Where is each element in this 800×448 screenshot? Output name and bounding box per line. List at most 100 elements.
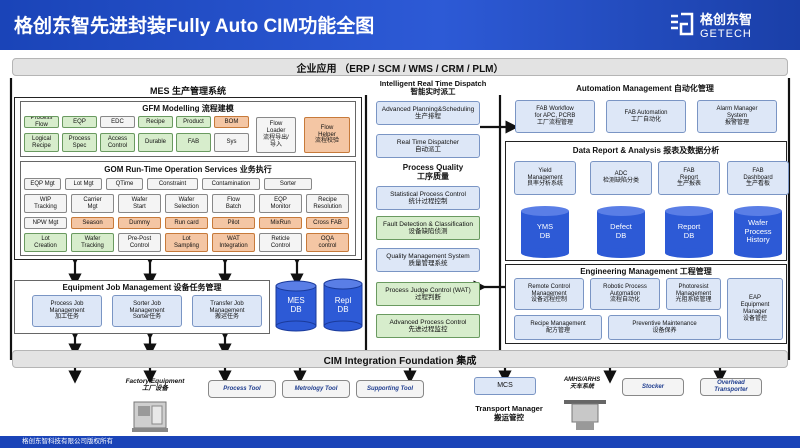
enterprise-app-bar: 企业应用 （ERP / SCM / WMS / CRM / PLM） [12, 58, 788, 76]
gom-item[interactable]: QTime [106, 178, 143, 190]
gfm-item[interactable]: EDC [100, 116, 135, 128]
aps-box[interactable]: Advanced Planning&Scheduling 生产排程 [376, 101, 480, 125]
dra-box[interactable]: ADC 检测缺陷分类 [590, 161, 652, 195]
gom-item[interactable]: NPW Mgt [24, 217, 67, 229]
gom-item[interactable]: EQP Monitor [259, 194, 302, 213]
pq-box[interactable]: Process Judge Control (WAT) 过程判断 [376, 282, 480, 306]
mes-db-cylinders [275, 278, 363, 332]
stocker-box[interactable]: Stocker [622, 378, 684, 396]
am-title: Automation Management 自动化管理 [576, 84, 714, 93]
rtd-title: Intelligent Real Time Dispatch 智能实时派工 [379, 79, 487, 97]
gom-item[interactable]: WIP Tracking [24, 194, 67, 213]
gfm-item[interactable]: FAB [176, 133, 211, 152]
gfm-item[interactable]: Process Spec [62, 133, 97, 152]
process-tool-box[interactable]: Process Tool [208, 380, 276, 398]
page-title: 格创东智先进封装Fully Auto CIM功能全图 [14, 16, 375, 37]
ejm-title: Equipment Job Management 设备任务管理 [62, 283, 222, 292]
pq-box[interactable]: Fault Detection & Classification 设备缺陷侦测 [376, 216, 480, 240]
mes-db-label: MES DB [287, 295, 305, 314]
gfm-item[interactable]: Durable [138, 133, 173, 152]
gfm-item[interactable]: BOM [214, 116, 249, 128]
gfm-item[interactable]: Process Flow [24, 116, 59, 128]
amhs-label: AMHS/ARHS 天车系统 [563, 377, 601, 390]
repl-db-label: Repl DB [334, 295, 352, 314]
dra-title: Data Report & Analysis 报表及数据分析 [572, 146, 720, 155]
rpa-box[interactable]: Robotic Process Automation 流程自动化 [590, 278, 660, 310]
transfer-job-box[interactable]: Transfer Job Management 搬运任务 [192, 295, 262, 327]
photoresist-box[interactable]: Photoresist Management 光阻系统管理 [666, 278, 721, 310]
gom-item[interactable]: Recipe Resolution [306, 194, 349, 213]
sorter-job-box[interactable]: Sorter Job Management Sorter任务 [112, 295, 182, 327]
gom-item[interactable]: Pilot [212, 217, 255, 229]
mcs-box[interactable]: MCS [474, 377, 536, 395]
gom-item[interactable]: Wafer Start [118, 194, 161, 213]
cim-integration-bar: CIM Integration Foundation 集成 [12, 350, 788, 368]
dra-db-label: Defect DB [610, 222, 632, 240]
gom-item[interactable]: Lot Mgt [65, 178, 102, 190]
transport-manager-label: Transport Manager 搬运管控 [475, 404, 543, 422]
fab-workflow-box[interactable]: FAB Workflow for APC, PCRB 工厂流程管理 [515, 100, 595, 133]
pm-box[interactable]: Preventive Maintenance 设备保养 [608, 315, 721, 340]
gom-item[interactable]: Contamination [202, 178, 260, 190]
dra-db-label: Report DB [677, 222, 701, 240]
pq-box[interactable]: Quality Management System 质量管理系统 [376, 248, 480, 272]
remote-control-box[interactable]: Remote Control Management 设备远程控制 [514, 278, 584, 310]
flow-loader-box[interactable]: Flow Loader 流程导出/ 导入 [256, 117, 296, 153]
pq-box[interactable]: Statistical Process Control 统计过程控制 [376, 186, 480, 210]
gom-item[interactable]: Run card [165, 217, 208, 229]
fab-automation-box[interactable]: FAB Automation 工厂自动化 [606, 100, 686, 133]
supporting-tool-box[interactable]: Supporting Tool [356, 380, 424, 398]
dra-db-label: YMS DB [536, 222, 554, 240]
gom-item[interactable]: Lot Creation [24, 233, 67, 252]
footer-text: 格创东智科技有限公司版权所有 [22, 438, 113, 445]
flow-helper-box[interactable]: Flow Helper 流程校验 [304, 117, 350, 153]
gom-item[interactable]: Constraint [147, 178, 198, 190]
oht-box[interactable]: Overhead Transporter [700, 378, 762, 396]
gom-item[interactable]: Wafer Tracking [71, 233, 114, 252]
eap-box[interactable]: EAP Equipment Manager 设备管控 [727, 278, 783, 340]
amhs-vehicle-icon [564, 400, 606, 430]
gom-item[interactable]: OQA control [306, 233, 349, 252]
pq-title: Process Quality 工序质量 [402, 163, 464, 181]
dra-db-label: Wafer Process History [744, 218, 772, 245]
gom-item[interactable]: WAT Integration [212, 233, 255, 252]
logo-en-text: GETECH [700, 28, 752, 40]
gom-item[interactable]: Flow Batch [212, 194, 255, 213]
process-job-box[interactable]: Process Job Management 加工任务 [32, 295, 102, 327]
gom-item[interactable]: Wafer Selection [165, 194, 208, 213]
gfm-item[interactable]: Product [176, 116, 211, 128]
gom-item[interactable]: MixRun [259, 217, 302, 229]
gfm-item[interactable]: EQP [62, 116, 97, 128]
logo-cn-text: 格创东智 [700, 12, 753, 27]
mes-title: MES 生产管理系统 [149, 86, 226, 96]
dra-box[interactable]: Yield Management 良率分析系统 [514, 161, 576, 195]
rtd-box[interactable]: Real Time Dispatcher 自动派工 [376, 134, 480, 158]
alarm-manager-box[interactable]: Alarm Manager System 报警管理 [697, 100, 777, 133]
gfm-item[interactable]: Sys [214, 133, 249, 152]
gfm-item[interactable]: Recipe [138, 116, 173, 128]
gom-item[interactable]: Cross FAB [306, 217, 349, 229]
dra-db-cylinders [521, 206, 782, 258]
em-title: Engineering Management 工程管理 [580, 267, 712, 276]
gom-item[interactable]: Carrier Mgt [71, 194, 114, 213]
gom-item[interactable]: Pre-Post Control [118, 233, 161, 252]
gfm-item[interactable]: Logical Recipe [24, 133, 59, 152]
gfm-item[interactable]: Access Control [100, 133, 135, 152]
factory-equipment-icon [132, 401, 168, 432]
footer: 格创东智科技有限公司版权所有 [0, 436, 800, 448]
gom-item[interactable]: EQP Mgt [24, 178, 61, 190]
getech-logo-icon [671, 12, 694, 36]
gom-item[interactable]: Season [71, 217, 114, 229]
factory-equipment-label: Factory Equipment 工厂设备 [125, 377, 185, 392]
gom-item[interactable]: Lot Sampling [165, 233, 208, 252]
gom-item[interactable]: Sorter [264, 178, 312, 190]
gom-item[interactable]: Reticle Control [259, 233, 302, 252]
dra-box[interactable]: FAB Report 生产报表 [658, 161, 720, 195]
gom-item[interactable]: Dummy [118, 217, 161, 229]
recipe-mgmt-box[interactable]: Recipe Management 配方管理 [514, 315, 602, 340]
gfm-title: GFM Modelling 流程建模 [142, 104, 234, 113]
pq-box[interactable]: Advanced Process Control 先进过程监控 [376, 314, 480, 338]
dra-box[interactable]: FAB Dashboard 生产看板 [727, 161, 789, 195]
metrology-tool-box[interactable]: Metrology Tool [282, 380, 350, 398]
